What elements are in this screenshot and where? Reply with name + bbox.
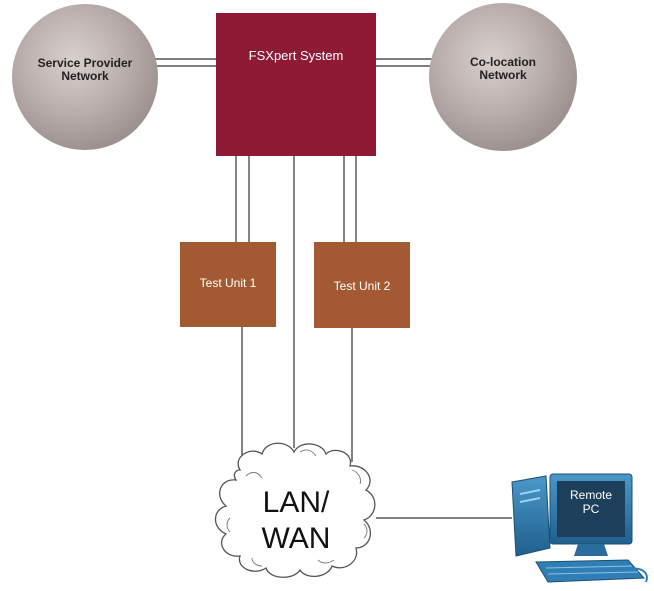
service-provider-network-node: Service Provider Network bbox=[12, 4, 158, 150]
monitor-icon bbox=[549, 473, 633, 556]
colocation-network-node: Co-location Network bbox=[429, 3, 577, 151]
colocation-label-line2: Network bbox=[479, 68, 527, 82]
test-unit-1-node: Test Unit 1 bbox=[180, 242, 276, 327]
colocation-label-line1: Co-location bbox=[470, 55, 536, 69]
test-unit-2-node: Test Unit 2 bbox=[314, 242, 410, 328]
computer-tower-icon bbox=[511, 475, 551, 557]
test-unit-2-label: Test Unit 2 bbox=[334, 279, 391, 293]
lan-wan-label-line2: WAN bbox=[262, 522, 331, 555]
remote-pc-node: Remote PC bbox=[511, 473, 648, 583]
fsxpert-label: FSXpert System bbox=[249, 48, 344, 63]
link-fsxpert-colocation bbox=[376, 58, 434, 67]
link-fsxpert-test-unit-1 bbox=[235, 156, 250, 242]
mouse-cable bbox=[627, 567, 648, 583]
cloud-shape bbox=[214, 442, 376, 578]
remote-pc-label-line1: Remote bbox=[570, 488, 612, 502]
service-provider-label-line2: Network bbox=[61, 69, 109, 83]
service-provider-label-line1: Service Provider bbox=[38, 56, 133, 70]
link-service-provider-fsxpert bbox=[150, 58, 216, 67]
lan-wan-cloud-node: LAN/ WAN bbox=[214, 442, 376, 578]
test-unit-1-label: Test Unit 1 bbox=[200, 276, 257, 290]
fsxpert-system-node: FSXpert System bbox=[216, 13, 376, 156]
lan-wan-label-line1: LAN/ bbox=[263, 486, 330, 519]
keyboard-icon bbox=[535, 559, 646, 583]
remote-pc-label-line2: PC bbox=[583, 502, 600, 516]
link-fsxpert-test-unit-2 bbox=[343, 156, 357, 242]
